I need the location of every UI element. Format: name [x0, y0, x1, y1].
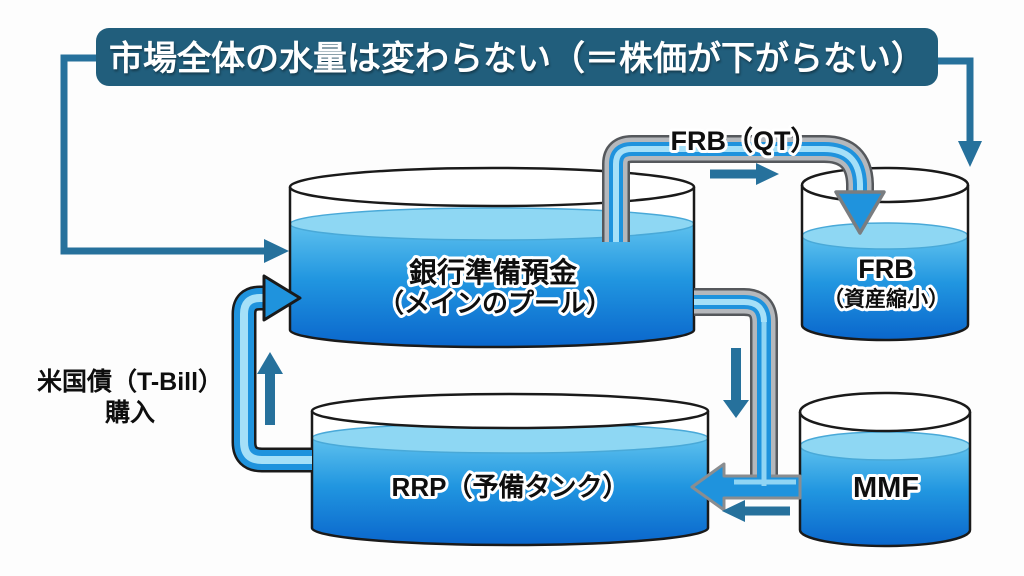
- mmf-tank-outline: [798, 412, 972, 548]
- rrp-tank-water: [312, 438, 708, 545]
- main-pool-rim: [288, 166, 696, 208]
- reserves-to-rrp-pipe: [694, 288, 778, 484]
- down-flow-arrow: [723, 348, 749, 418]
- banner-right-connector-arrow: [934, 57, 982, 167]
- qt-flow-arrowhead-icon: [756, 163, 779, 185]
- frb-tank: [800, 166, 970, 342]
- mmf-tank-water-surface: [799, 431, 971, 461]
- mmf-label: MMF: [853, 472, 919, 504]
- title-banner: [96, 28, 938, 86]
- frb-tank-water: [802, 236, 968, 340]
- qt-label: FRB（QT）: [671, 126, 818, 156]
- qt-pipe-arrowhead-icon: [834, 190, 886, 235]
- banner-left-connector-arrow: [60, 54, 289, 263]
- qt-flow-arrow: [710, 163, 779, 185]
- up-flow-arrowhead-icon: [257, 352, 283, 374]
- main-pool-tank: [288, 166, 696, 349]
- frb-tank-outline: [800, 185, 970, 342]
- qt-pipe-highlight: [613, 146, 863, 242]
- banner-right-arrowhead-icon: [958, 141, 982, 167]
- mmf-tank: [798, 391, 972, 548]
- banner-right-connector-line: [934, 57, 974, 141]
- banner-left-arrowhead-icon: [264, 239, 289, 263]
- frb-tank-water-surface: [801, 222, 969, 250]
- mmf-outflow-arrow: [722, 500, 790, 522]
- main-pool-water-surface: [289, 207, 695, 241]
- main-pool-label-line2: （メインのプール）: [378, 288, 612, 318]
- banner-title: 市場全体の水量は変わらない（＝株価が下がらない）: [109, 39, 925, 78]
- rrp-tank: [310, 392, 710, 547]
- mmf-outflow-arrowhead-icon: [722, 500, 745, 522]
- rrp-tank-rim: [310, 392, 710, 430]
- rrp-to-reserves-pipe: [231, 274, 312, 473]
- frb-label-line2: （資産縮小）: [823, 287, 949, 311]
- banner-left-connector-line: [60, 54, 264, 255]
- tbill-purchase-label-line2: 購入: [105, 399, 155, 427]
- rrp-tank-outline: [310, 411, 710, 547]
- rrp-to-reserves-pipe-highlight: [240, 294, 312, 464]
- mmf-tank-rim: [798, 391, 972, 433]
- frb-label-line1: FRB: [858, 254, 914, 284]
- frb-tank-rim: [800, 166, 970, 204]
- main-pool-outline: [288, 187, 696, 349]
- main-pool-label-line1: 銀行準備預金: [409, 256, 578, 288]
- qt-pipe: [602, 135, 886, 242]
- junction-highlight: [734, 322, 796, 486]
- main-pool-water: [290, 224, 694, 347]
- up-flow-arrow: [257, 352, 283, 425]
- down-flow-arrowhead-icon: [723, 400, 749, 418]
- mmf-tank-water: [800, 446, 970, 546]
- mmf-to-rrp-arrow-body: [690, 462, 802, 512]
- mmf-to-rrp-arrow: [690, 322, 802, 512]
- rrp-to-reserves-arrowhead-icon: [262, 274, 302, 322]
- tbill-purchase-label-line1: 米国債（T-Bill）: [37, 367, 223, 396]
- reserves-to-rrp-pipe-highlight: [694, 299, 767, 484]
- rrp-label: RRP（予備タンク）: [392, 472, 629, 502]
